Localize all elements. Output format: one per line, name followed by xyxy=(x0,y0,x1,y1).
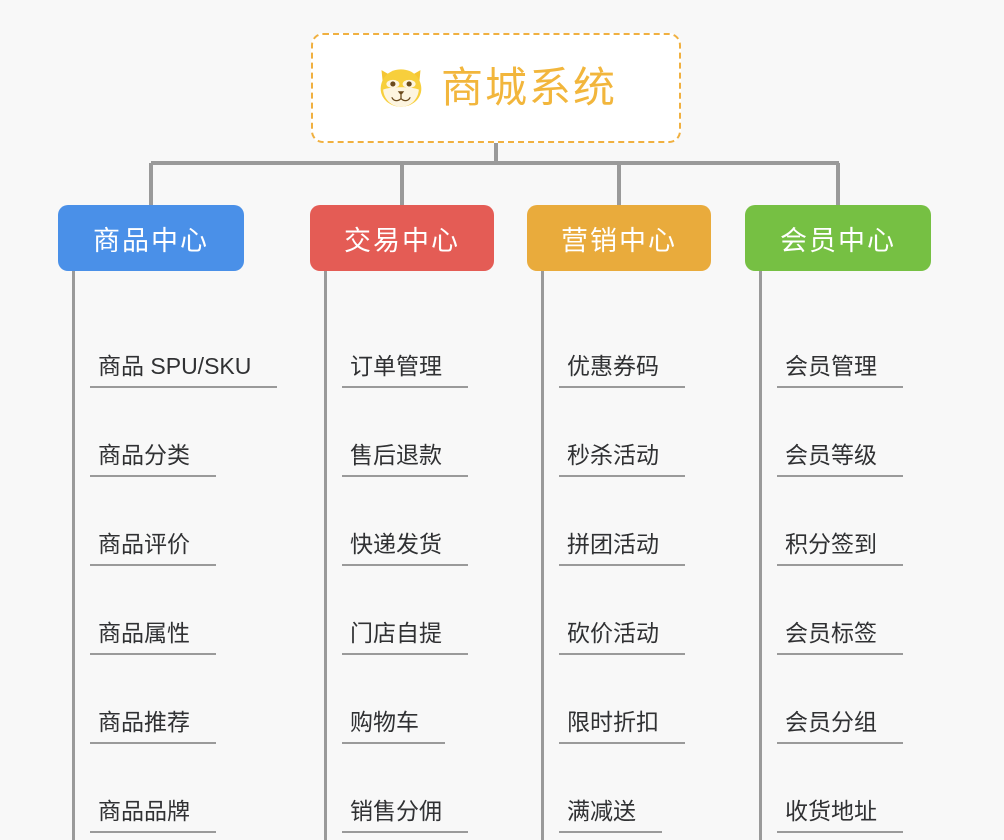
branch-body-0: 商品 SPU/SKU 商品分类 商品评价 商品属性 商品推荐 商品品牌 xyxy=(58,271,278,840)
root-title: 商城系统 xyxy=(440,64,617,111)
branch-body-3: 会员管理 会员等级 积分签到 会员标签 会员分组 收货地址 xyxy=(745,271,931,840)
leaf-label: 收货地址 xyxy=(777,798,903,833)
branch-spine-2 xyxy=(541,271,544,840)
leaf-item[interactable]: 商品 SPU/SKU xyxy=(58,299,278,388)
branch-header-label-0: 商品中心 xyxy=(93,225,209,256)
branch-会员中心: 会员中心 会员管理 会员等级 积分签到 会员标签 会员分组 收货地址 xyxy=(745,205,931,840)
leaf-label: 积分签到 xyxy=(777,531,903,566)
branch-body-2: 优惠券码 秒杀活动 拼团活动 砍价活动 限时折扣 满减送 xyxy=(527,271,711,840)
leaf-label: 会员分组 xyxy=(777,709,903,744)
leaf-item[interactable]: 门店自提 xyxy=(310,566,494,655)
leaf-label: 优惠券码 xyxy=(559,353,685,388)
branch-spine-0 xyxy=(72,271,75,840)
branch-header-1[interactable]: 交易中心 xyxy=(310,205,494,271)
leaf-label: 快递发货 xyxy=(342,531,468,566)
leaf-label: 商品属性 xyxy=(90,620,216,655)
leaf-item[interactable]: 售后退款 xyxy=(310,388,494,477)
leaf-item[interactable]: 商品推荐 xyxy=(58,655,277,744)
leaf-item[interactable]: 商品评价 xyxy=(58,477,277,566)
leaf-label: 会员标签 xyxy=(777,620,903,655)
branch-header-0[interactable]: 商品中心 xyxy=(58,205,244,271)
root-node[interactable]: 商城系统 xyxy=(311,33,681,143)
branch-header-label-3: 会员中心 xyxy=(780,225,896,256)
branch-header-label-2: 营销中心 xyxy=(561,225,677,256)
leaf-item[interactable]: 购物车 xyxy=(310,655,494,744)
branch-header-3[interactable]: 会员中心 xyxy=(745,205,931,271)
leaf-label: 商品推荐 xyxy=(90,709,216,744)
leaf-item[interactable]: 积分签到 xyxy=(745,477,931,566)
branch-spine-1 xyxy=(324,271,327,840)
branch-header-label-1: 交易中心 xyxy=(344,225,460,256)
leaf-label: 拼团活动 xyxy=(559,531,685,566)
branch-商品中心: 商品中心 商品 SPU/SKU 商品分类 商品评价 商品属性 商品推荐 商品品牌 xyxy=(58,205,278,840)
leaf-label: 商品分类 xyxy=(90,442,216,477)
leaf-item[interactable]: 会员分组 xyxy=(745,655,931,744)
leaf-label: 购物车 xyxy=(342,709,445,744)
branch-spine-3 xyxy=(759,271,762,840)
leaf-item[interactable]: 会员等级 xyxy=(745,388,931,477)
leaf-item[interactable]: 限时折扣 xyxy=(527,655,711,744)
leaf-item[interactable]: 商品属性 xyxy=(58,566,277,655)
leaf-item[interactable]: 砍价活动 xyxy=(527,566,711,655)
leaf-label: 会员等级 xyxy=(777,442,903,477)
leaf-item[interactable]: 优惠券码 xyxy=(527,299,711,388)
leaf-label: 商品评价 xyxy=(90,531,216,566)
leaf-label: 秒杀活动 xyxy=(559,442,685,477)
leaf-item[interactable]: 秒杀活动 xyxy=(527,388,711,477)
leaf-item[interactable]: 商品品牌 xyxy=(58,744,277,833)
leaf-item[interactable]: 会员标签 xyxy=(745,566,931,655)
leaf-label: 限时折扣 xyxy=(559,709,685,744)
branch-body-1: 订单管理 售后退款 快递发货 门店自提 购物车 销售分佣 xyxy=(310,271,494,840)
leaf-item[interactable]: 满减送 xyxy=(527,744,711,833)
leaf-label: 售后退款 xyxy=(342,442,468,477)
leaf-label: 砍价活动 xyxy=(559,620,685,655)
leaf-label: 商品品牌 xyxy=(90,798,216,833)
leaf-item[interactable]: 销售分佣 xyxy=(310,744,494,833)
leaf-label: 满减送 xyxy=(559,798,662,833)
leaf-label: 销售分佣 xyxy=(342,798,468,833)
branch-header-2[interactable]: 营销中心 xyxy=(527,205,711,271)
leaf-item[interactable]: 快递发货 xyxy=(310,477,494,566)
leaf-label: 订单管理 xyxy=(342,353,468,388)
leaf-item[interactable]: 订单管理 xyxy=(310,299,494,388)
leaf-label: 商品 SPU/SKU xyxy=(90,353,278,388)
leaf-item[interactable]: 收货地址 xyxy=(745,744,931,833)
leaf-label: 会员管理 xyxy=(777,353,903,388)
leaf-label: 门店自提 xyxy=(342,620,468,655)
leaf-item[interactable]: 商品分类 xyxy=(58,388,277,477)
shiba-dog-icon xyxy=(380,69,422,107)
leaf-item[interactable]: 拼团活动 xyxy=(527,477,711,566)
branch-营销中心: 营销中心 优惠券码 秒杀活动 拼团活动 砍价活动 限时折扣 满减送 xyxy=(527,205,711,840)
branch-交易中心: 交易中心 订单管理 售后退款 快递发货 门店自提 购物车 销售分佣 xyxy=(310,205,494,840)
leaf-item[interactable]: 会员管理 xyxy=(745,299,931,388)
